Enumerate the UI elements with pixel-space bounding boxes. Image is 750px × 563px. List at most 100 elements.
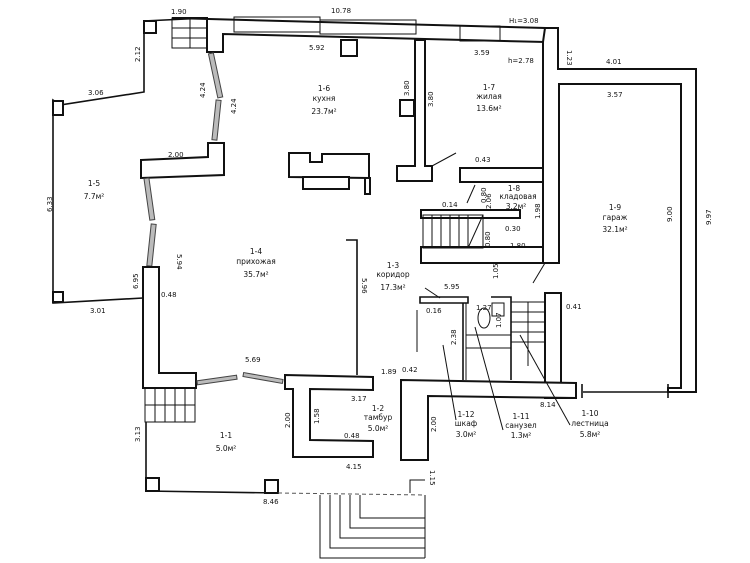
svg-text:8.46: 8.46 xyxy=(263,498,279,506)
svg-text:5.96: 5.96 xyxy=(360,278,368,294)
svg-text:1-8: 1-8 xyxy=(508,184,520,193)
svg-text:0.42: 0.42 xyxy=(402,366,418,374)
svg-text:0.43: 0.43 xyxy=(475,156,491,164)
svg-text:1-1: 1-1 xyxy=(220,431,232,440)
svg-text:1-12: 1-12 xyxy=(457,410,474,419)
svg-text:санузел: санузел xyxy=(505,421,537,430)
svg-text:17.3м²: 17.3м² xyxy=(380,283,405,292)
svg-text:3.13: 3.13 xyxy=(134,426,142,442)
svg-text:35.7м²: 35.7м² xyxy=(243,270,268,279)
svg-text:1.90: 1.90 xyxy=(171,8,187,16)
svg-text:1-10: 1-10 xyxy=(581,409,598,418)
svg-text:шкаф: шкаф xyxy=(455,419,477,428)
svg-text:жилая: жилая xyxy=(476,92,502,101)
svg-text:5.95: 5.95 xyxy=(444,283,460,291)
svg-text:3.59: 3.59 xyxy=(474,49,490,57)
svg-text:5.8м²: 5.8м² xyxy=(580,430,601,439)
svg-text:1-9: 1-9 xyxy=(609,203,621,212)
svg-text:1-5: 1-5 xyxy=(88,179,100,188)
svg-text:0.48: 0.48 xyxy=(161,291,177,299)
svg-text:прихожая: прихожая xyxy=(236,257,275,266)
svg-text:5.69: 5.69 xyxy=(245,356,261,364)
room-1-5: 1-5 7.7м² xyxy=(84,179,105,201)
svg-text:1-3: 1-3 xyxy=(387,261,399,270)
stairs-top xyxy=(171,17,208,49)
svg-text:5.0м²: 5.0м² xyxy=(368,424,389,433)
svg-text:7.7м²: 7.7м² xyxy=(84,192,105,201)
kitchen-counter xyxy=(288,152,371,195)
svg-text:2.00: 2.00 xyxy=(284,412,292,428)
svg-text:1-11: 1-11 xyxy=(512,412,529,421)
svg-text:1.27: 1.27 xyxy=(476,304,492,312)
svg-text:3.80: 3.80 xyxy=(403,80,411,96)
svg-text:23.7м²: 23.7м² xyxy=(311,107,336,116)
svg-text:2.00: 2.00 xyxy=(168,151,184,159)
svg-text:h=2.78: h=2.78 xyxy=(508,57,534,65)
stairs-left xyxy=(144,387,196,423)
svg-text:13.6м²: 13.6м² xyxy=(476,104,501,113)
room-1-1: 1-1 5.0м² xyxy=(216,431,237,453)
svg-text:2.06: 2.06 xyxy=(485,193,493,209)
svg-text:1-7: 1-7 xyxy=(483,83,495,92)
walls xyxy=(52,16,697,559)
svg-text:3.17: 3.17 xyxy=(351,395,367,403)
svg-text:1.89: 1.89 xyxy=(381,368,397,376)
svg-text:кладовая: кладовая xyxy=(499,192,536,201)
stairs-mid xyxy=(422,214,484,249)
svg-text:1.98: 1.98 xyxy=(534,203,542,219)
svg-text:1-6: 1-6 xyxy=(318,84,330,93)
svg-text:0.16: 0.16 xyxy=(426,307,442,315)
svg-text:3.01: 3.01 xyxy=(90,307,106,315)
svg-text:4.01: 4.01 xyxy=(606,58,622,66)
dimension-labels: 1.90 10.78 H₁=3.08 5.92 3.59 h=2.78 4.01… xyxy=(46,7,713,506)
svg-text:5.94: 5.94 xyxy=(175,254,183,270)
svg-text:6.95: 6.95 xyxy=(132,273,140,289)
svg-text:1.3м²: 1.3м² xyxy=(511,431,532,440)
svg-text:1.07: 1.07 xyxy=(495,312,503,328)
svg-text:гараж: гараж xyxy=(603,213,628,222)
svg-text:лестница: лестница xyxy=(571,419,608,428)
toilet-icon xyxy=(477,307,491,329)
svg-text:1.80: 1.80 xyxy=(510,242,526,250)
svg-text:5.0м²: 5.0м² xyxy=(216,444,237,453)
svg-text:8.14: 8.14 xyxy=(540,401,556,409)
svg-text:1.58: 1.58 xyxy=(313,408,321,424)
svg-text:тамбур: тамбур xyxy=(364,413,393,422)
svg-text:0.14: 0.14 xyxy=(442,201,458,209)
svg-text:1.15: 1.15 xyxy=(428,470,436,486)
svg-text:3.06: 3.06 xyxy=(88,89,104,97)
svg-text:4.24: 4.24 xyxy=(230,98,238,114)
svg-text:4.24: 4.24 xyxy=(199,82,207,98)
svg-text:2.12: 2.12 xyxy=(134,46,142,62)
svg-text:1-4: 1-4 xyxy=(250,247,262,256)
svg-text:32.1м²: 32.1м² xyxy=(602,225,627,234)
porch-steps xyxy=(277,479,426,559)
svg-text:2.00: 2.00 xyxy=(430,416,438,432)
svg-text:9.97: 9.97 xyxy=(705,209,713,225)
svg-text:4.15: 4.15 xyxy=(346,463,362,471)
svg-text:5.92: 5.92 xyxy=(309,44,325,52)
svg-text:1.05: 1.05 xyxy=(492,263,500,279)
stove-icon xyxy=(340,39,358,57)
svg-text:3.57: 3.57 xyxy=(607,91,623,99)
svg-text:6.33: 6.33 xyxy=(46,196,54,212)
svg-text:0.80: 0.80 xyxy=(480,187,488,203)
svg-text:1-2: 1-2 xyxy=(372,404,384,413)
svg-text:0.48: 0.48 xyxy=(344,432,360,440)
svg-text:H₁=3.08: H₁=3.08 xyxy=(509,17,539,25)
svg-text:кухня: кухня xyxy=(313,94,336,103)
stairs-right xyxy=(466,301,545,366)
svg-text:3.0м²: 3.0м² xyxy=(456,430,477,439)
svg-text:9.00: 9.00 xyxy=(666,206,674,222)
svg-text:1.23: 1.23 xyxy=(565,50,573,66)
